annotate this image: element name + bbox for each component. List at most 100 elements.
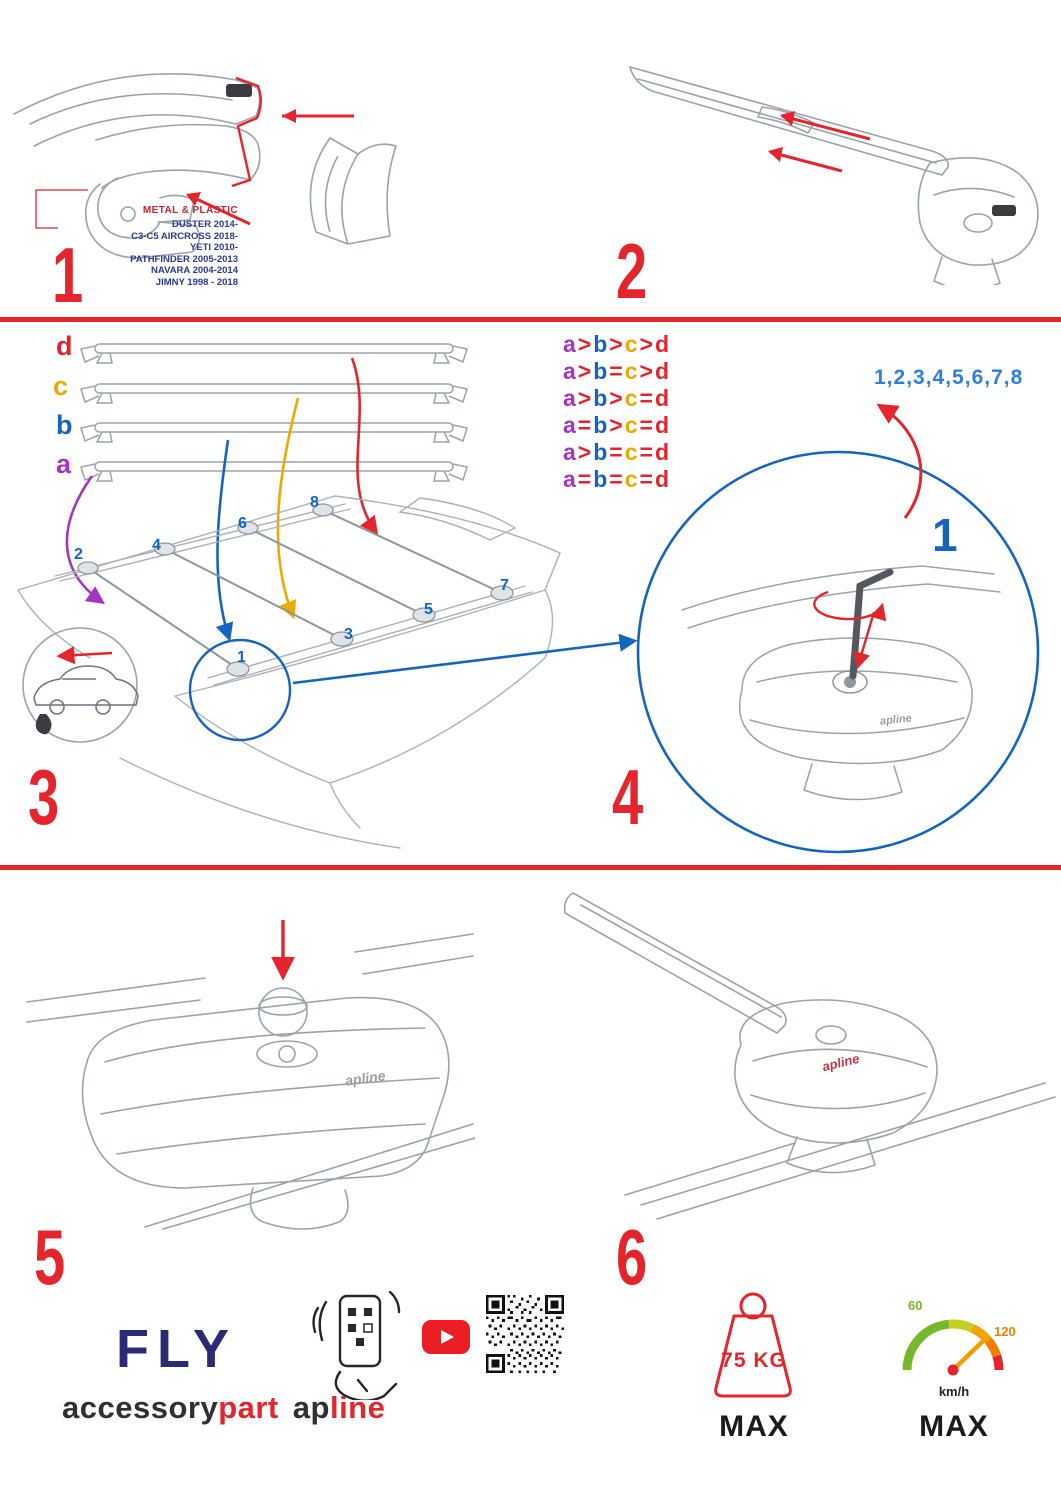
speed-120-label: 120	[994, 1324, 1016, 1339]
model-item: NAVARA 2004-2014	[151, 265, 238, 276]
rule-token: c	[624, 331, 638, 357]
size-rule-line: a>b>c>d	[562, 331, 670, 358]
step5-illustration	[26, 920, 475, 1230]
step1-illustration	[13, 73, 397, 259]
foot-body	[81, 996, 450, 1189]
front-direction-arrow	[56, 646, 113, 665]
model-item: C3-C5 AIRCROSS 2018-	[131, 230, 238, 242]
rule-token: a	[563, 439, 576, 465]
position-number-4: 4	[152, 537, 161, 554]
brand-line: line	[329, 1390, 386, 1425]
size-rule-line: a>b=c=d	[562, 439, 670, 466]
speed-max-label: MAX	[919, 1410, 989, 1443]
bar-label-a: a	[56, 449, 72, 479]
step1-text-block: METAL & PLASTIC DUSTER 2014- C3-C5 AIRCR…	[60, 205, 238, 288]
red-arrow	[186, 109, 354, 226]
roof-crossbars	[87, 509, 503, 670]
step4-illustration	[636, 403, 1040, 854]
rule-token: c	[624, 412, 638, 438]
rule-token: b	[593, 412, 608, 438]
tighten-arrow	[853, 611, 876, 670]
rubber-pad-piece	[309, 137, 397, 245]
rule-token: d	[654, 385, 670, 411]
crossbar	[629, 66, 949, 176]
rule-token: a	[563, 466, 576, 492]
brand-accessory: accessory	[62, 1390, 219, 1425]
foot-body	[917, 157, 1039, 266]
section-divider	[0, 865, 1061, 870]
step1-number: 1	[52, 231, 83, 319]
zoom-circle	[636, 450, 1040, 854]
size-rules-legend: a>b>c>d a>b=c>d a>b>c=d a=b>c=d a>b=c=d …	[562, 331, 670, 493]
position-number-6: 6	[238, 515, 247, 532]
rule-token: a	[563, 385, 576, 411]
section-divider	[0, 317, 1061, 322]
rule-token: c	[624, 358, 638, 384]
bar-label-d: d	[56, 331, 73, 361]
material-label: METAL & PLASTIC	[142, 205, 238, 216]
blue-callout-arrow	[292, 633, 638, 685]
step3-number: 3	[28, 753, 59, 841]
rule-token: >	[609, 412, 623, 438]
allen-key	[849, 568, 894, 680]
apline-badge	[226, 84, 252, 97]
curve-a	[65, 475, 105, 605]
clamp-arm	[84, 177, 200, 259]
bar-label-b: b	[56, 410, 73, 440]
rule-token: b	[593, 358, 608, 384]
position-number-1: 1	[237, 649, 246, 666]
brand-fly: FLY	[116, 1319, 238, 1379]
rule-token: >	[609, 385, 623, 411]
rule-token: a	[563, 331, 576, 357]
roof-feet	[77, 503, 514, 677]
position-number-5: 5	[424, 601, 433, 618]
foot-body	[734, 999, 938, 1144]
leader-line	[35, 189, 88, 229]
scan-phone-icon	[312, 1290, 401, 1400]
size-rule-line: a>b>c=d	[562, 385, 670, 412]
step5-number: 5	[34, 1213, 65, 1301]
youtube-icon	[422, 1320, 470, 1354]
crossbar-d	[80, 343, 468, 364]
rule-token: a	[563, 412, 576, 438]
speed-unit-label: km/h	[938, 1384, 970, 1399]
curve-c	[276, 397, 300, 620]
red-channel-outline	[231, 76, 262, 188]
tighten-sequence: 1,2,3,4,5,6,7,8	[874, 366, 1024, 389]
sequence-callout-arrow	[876, 403, 923, 519]
curve-d	[350, 357, 379, 535]
car-direction-inset	[22, 627, 139, 743]
rule-token: b	[593, 331, 608, 357]
crossbar-b	[80, 422, 468, 443]
weight-icon	[714, 1292, 792, 1398]
rule-token: d	[654, 358, 670, 384]
position-number-3: 3	[344, 626, 353, 643]
rule-token: >	[639, 331, 653, 357]
step2-illustration	[629, 66, 1039, 285]
rule-token: c	[624, 439, 638, 465]
rule-token: b	[593, 385, 608, 411]
rule-token: =	[577, 466, 592, 492]
speed-60-label: 60	[908, 1298, 923, 1313]
brand-ap: ap	[292, 1390, 330, 1425]
size-rule-line: a>b=c>d	[562, 358, 670, 385]
rule-token: >	[609, 331, 623, 357]
foot-body	[95, 123, 261, 189]
step6-number: 6	[616, 1213, 647, 1301]
step4-number: 4	[612, 753, 643, 841]
step3-illustration	[17, 343, 638, 849]
rule-token: >	[577, 385, 592, 411]
rule-token: c	[624, 466, 638, 492]
rule-token: =	[609, 439, 623, 465]
rule-token: =	[639, 439, 653, 465]
model-item: PATHFINDER 2005-2013	[130, 253, 238, 265]
crossbar	[563, 892, 787, 1034]
bar-slot	[757, 106, 815, 134]
blue-callout-circle	[188, 638, 292, 742]
rule-token: d	[654, 439, 670, 465]
rule-token: =	[609, 358, 623, 384]
step6-illustration	[563, 892, 1056, 1220]
rule-token: a	[563, 358, 576, 384]
